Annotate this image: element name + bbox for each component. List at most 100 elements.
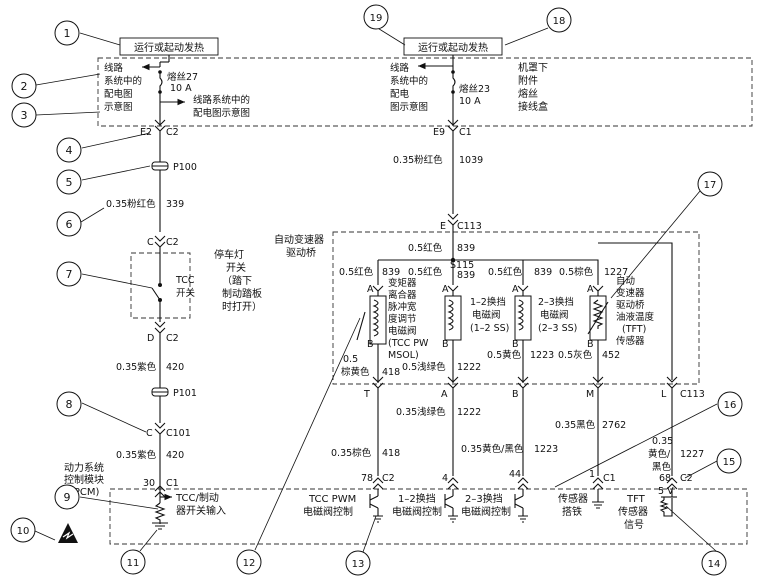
- svg-text:E9: E9: [433, 127, 445, 138]
- callout-17: 17: [697, 171, 723, 197]
- svg-text:制动踏板: 制动踏板: [222, 287, 262, 300]
- sensor-ground-icon: [592, 489, 604, 509]
- w-l-low-2: 黄色/: [648, 448, 671, 460]
- svg-text:13: 13: [352, 559, 365, 570]
- sol3-text: 2–3换挡 电磁阀 (2–3 SS): [538, 296, 577, 334]
- svg-text:动力系统: 动力系统: [64, 461, 104, 474]
- fuse-box-label: 机罩下 附件 熔丝 接线盒: [518, 61, 548, 113]
- svg-text:机罩下: 机罩下: [518, 61, 548, 74]
- splice-p100: P100: [151, 161, 197, 173]
- svg-text:L: L: [661, 389, 667, 400]
- svg-text:78: 78: [361, 473, 373, 484]
- svg-text:A: A: [442, 284, 449, 295]
- tcc-brake-input-1: TCC/制动: [175, 491, 219, 504]
- svg-text:线路: 线路: [390, 62, 410, 74]
- svg-text:线路: 线路: [104, 62, 124, 74]
- svg-text:1–2换挡: 1–2换挡: [470, 296, 506, 308]
- svg-text:开关: 开关: [226, 261, 246, 274]
- col1-bottom-wire2: 棕黄色: [341, 366, 370, 378]
- svg-text:B: B: [512, 339, 519, 350]
- svg-text:图示意图: 图示意图: [390, 101, 428, 113]
- wire-red-top: 0.5红色: [408, 242, 443, 254]
- w-b-low-num: 1223: [534, 444, 558, 455]
- mid-dist-text: 线路 系统中的 配电 图示意图: [390, 62, 428, 113]
- fuse-27-icon: [158, 70, 163, 94]
- svg-text:T: T: [363, 389, 370, 400]
- svg-text:11: 11: [127, 558, 140, 569]
- svg-text:17: 17: [704, 180, 717, 191]
- svg-text:附件: 附件: [518, 74, 538, 87]
- top-left-power-label: 运行或起动发热: [119, 37, 219, 56]
- top-right-power-label: 运行或起动发热: [403, 37, 503, 56]
- svg-text:4: 4: [442, 473, 448, 484]
- svg-text:时打开）: 时打开）: [222, 300, 262, 313]
- callout-11: 11: [120, 549, 146, 575]
- tcc-switch-line2: 开关: [176, 287, 196, 299]
- connector-c-c2-top: C C2: [147, 235, 179, 248]
- connector-e9-c1: E9 C1: [433, 119, 472, 138]
- pcm-boundary: [109, 488, 748, 545]
- svg-text:D: D: [147, 333, 154, 344]
- svg-text:系统中的: 系统中的: [104, 75, 142, 87]
- svg-text:P100: P100: [173, 162, 197, 173]
- wire-mid-1-num: 1039: [459, 155, 483, 166]
- svg-text:C2: C2: [382, 473, 395, 484]
- left-arrow-note-2: 配电图示意图: [193, 107, 250, 119]
- svg-text:变矩器: 变矩器: [388, 277, 417, 289]
- callout-7: 7: [56, 261, 82, 287]
- svg-text:配电图: 配电图: [104, 88, 133, 100]
- svg-text:C: C: [146, 428, 153, 439]
- w-t-low-num: 418: [382, 448, 400, 459]
- callout-18: 18: [546, 7, 572, 33]
- col1-bottom-wire: 0.5: [343, 354, 358, 365]
- left-dist-text: 线路 系统中的 配电图 示意图: [104, 62, 142, 113]
- w-t-low: 0.35棕色: [331, 447, 372, 459]
- svg-text:(TFT): (TFT): [622, 324, 646, 335]
- tcc-switch-line1: TCC: [175, 275, 195, 286]
- callout-2: 2: [11, 73, 37, 99]
- connector-e2-c2: E2 C2: [140, 119, 179, 138]
- svg-text:5: 5: [66, 176, 73, 189]
- ss12-driver-icon: [444, 489, 458, 523]
- svg-text:2: 2: [21, 80, 28, 93]
- w-m-mid: 0.35黑色: [555, 419, 596, 431]
- svg-text:(TCC PW: (TCC PW: [388, 338, 429, 349]
- svg-text:C1: C1: [166, 478, 179, 489]
- svg-text:C1: C1: [459, 127, 472, 138]
- svg-text:C113: C113: [457, 221, 482, 232]
- tft-text: 自动 变速器 驱动桥 油液温度 (TFT) 传感器: [616, 275, 655, 347]
- svg-text:16: 16: [724, 400, 737, 411]
- svg-text:电磁阀控制: 电磁阀控制: [392, 505, 442, 518]
- ground-icon: [152, 522, 168, 530]
- svg-text:停车灯: 停车灯: [214, 248, 244, 261]
- svg-text:44: 44: [509, 469, 521, 480]
- w-b-low: 0.35黄色/黑色: [461, 443, 524, 455]
- callout-8: 8: [56, 391, 82, 417]
- callout-19: 19: [363, 4, 389, 30]
- wire-left-1: 0.35粉红色: [106, 198, 156, 210]
- svg-text:系统中的: 系统中的: [390, 75, 428, 87]
- tft-signal-resistor-icon: [659, 489, 677, 517]
- svg-text:C113: C113: [680, 389, 705, 400]
- svg-text:B: B: [587, 339, 594, 350]
- transaxle-boundary: [332, 231, 700, 385]
- w-l-low-num: 1227: [680, 449, 704, 460]
- svg-text:C: C: [147, 237, 154, 248]
- col3-bottom-wire: 0.5黄色: [487, 349, 522, 361]
- svg-text:驱动桥: 驱动桥: [286, 247, 316, 259]
- col1-num: 839: [382, 267, 400, 278]
- col4-bottom-wire: 0.5灰色: [558, 349, 593, 361]
- wire-red-top-num: 839: [457, 243, 475, 254]
- svg-text:脉冲宽: 脉冲宽: [388, 301, 417, 313]
- esd-warning-icon: [58, 523, 78, 543]
- svg-text:电磁阀控制: 电磁阀控制: [303, 505, 353, 518]
- svg-text:8: 8: [66, 398, 73, 411]
- svg-text:电磁阀控制: 电磁阀控制: [461, 505, 511, 518]
- connector-d-c2: D C2: [147, 321, 179, 344]
- fuse-23-rating: 10 A: [459, 96, 481, 107]
- wire-left-2: 0.35紫色: [116, 361, 157, 373]
- pcm-pins: 78 C2 4 44 1 C1 68 C2: [361, 469, 693, 490]
- w-m-mid-num: 2762: [602, 420, 626, 431]
- col2-wire: 0.5红色: [408, 266, 443, 278]
